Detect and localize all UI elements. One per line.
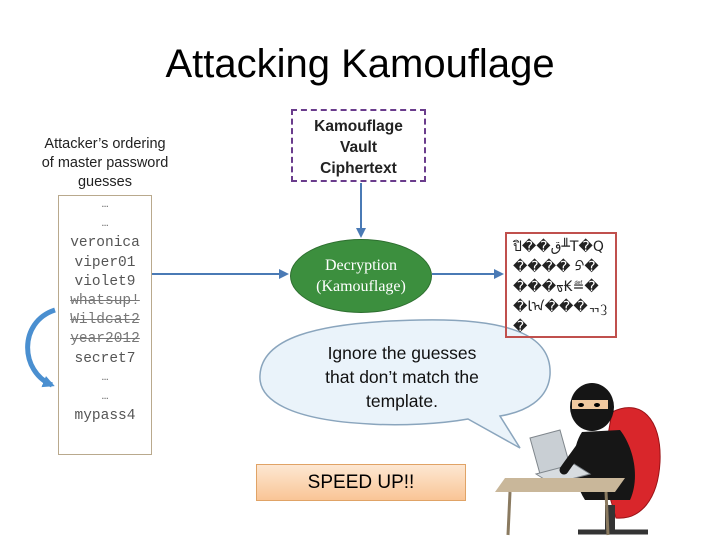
bubble-line: that don’t match the xyxy=(325,367,479,387)
caption-line: of master password xyxy=(41,155,169,171)
vault-label-line: Kamouflage xyxy=(314,118,403,135)
slide-title: Attacking Kamouflage xyxy=(165,42,555,86)
speed-up-button[interactable]: SPEED UP!! xyxy=(256,464,466,501)
caption-line: guesses xyxy=(77,174,132,190)
bubble-line: Ignore the guesses xyxy=(327,343,477,363)
ellipsis: … xyxy=(101,199,109,211)
bubble-line: template. xyxy=(366,391,438,411)
guess-item: viper01 xyxy=(74,254,136,271)
guess-item-struck: whatsup! xyxy=(70,292,140,309)
caption-line: Attacker’s ordering xyxy=(44,136,166,152)
ellipsis: … xyxy=(101,390,109,403)
skip-arrow xyxy=(25,307,56,388)
password-guess-list: … … veronica viper01 violet9 whatsup! Wi… xyxy=(58,195,152,455)
guess-item: secret7 xyxy=(74,350,136,367)
speech-bubble xyxy=(259,319,551,449)
attacker-ordering-caption: Attacker’s ordering of master password g… xyxy=(28,135,182,192)
ninja-hacker-illustration xyxy=(495,383,661,536)
guess-item: veronica xyxy=(70,235,140,252)
guess-item: mypass4 xyxy=(74,408,136,425)
ellipsis: … xyxy=(101,218,109,231)
decryption-label-line: Decryption xyxy=(325,257,397,274)
vault-label-line: Ciphertext xyxy=(320,160,397,177)
garbled-output-box: ปิ��ﻕ╨T�Q���� ᠫ����ᢐ₭≝��ﺎᠠ���ᆩᦡ� xyxy=(505,232,617,338)
guess-item: violet9 xyxy=(74,273,136,290)
ellipsis: … xyxy=(101,371,109,384)
guess-item-struck: year2012 xyxy=(70,331,140,348)
speech-bubble-text: Ignore the guesses that don’t match the … xyxy=(298,341,506,413)
decryption-label-line: (Kamouflage) xyxy=(316,278,406,295)
vault-label-line: Vault xyxy=(339,139,378,156)
decryption-node: Decryption (Kamouflage) xyxy=(290,239,432,313)
kamouflage-vault-ciphertext-box: Kamouflage Vault Ciphertext xyxy=(291,109,426,182)
guess-item-struck: Wildcat2 xyxy=(70,312,140,329)
